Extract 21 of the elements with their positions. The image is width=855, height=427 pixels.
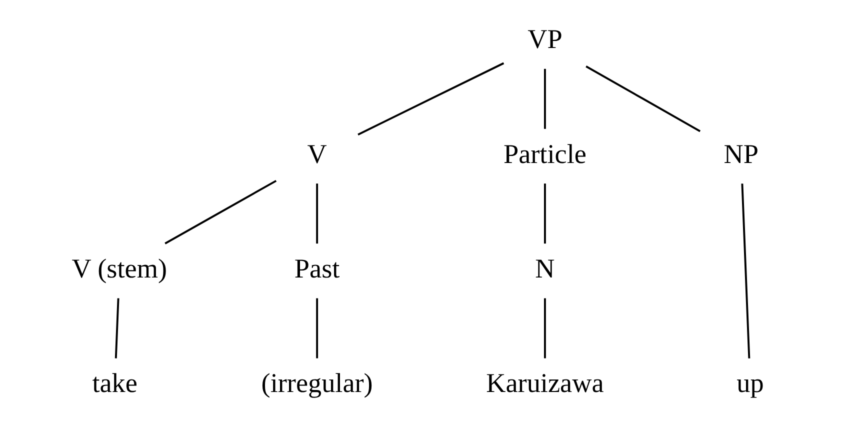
node-text: up	[736, 368, 764, 398]
connector	[585, 66, 700, 132]
node-text: Particle	[502, 138, 586, 169]
connector	[543, 68, 546, 129]
node-text: VP	[527, 24, 562, 54]
connector	[357, 62, 504, 136]
node-text: N	[534, 253, 554, 284]
node-text: V	[306, 138, 326, 169]
connector	[543, 298, 546, 358]
connector	[316, 298, 318, 358]
node-text: Past	[294, 253, 340, 284]
node-text: Karuizawa	[486, 368, 604, 398]
node-text: NP	[723, 138, 758, 169]
node-text: take	[92, 368, 137, 398]
connector	[316, 184, 318, 244]
node-text: (irregular)	[260, 368, 372, 398]
connector	[543, 184, 546, 244]
connector	[114, 298, 119, 358]
connector	[740, 184, 750, 358]
node-text: V (stem)	[71, 253, 167, 284]
connector	[164, 180, 276, 244]
